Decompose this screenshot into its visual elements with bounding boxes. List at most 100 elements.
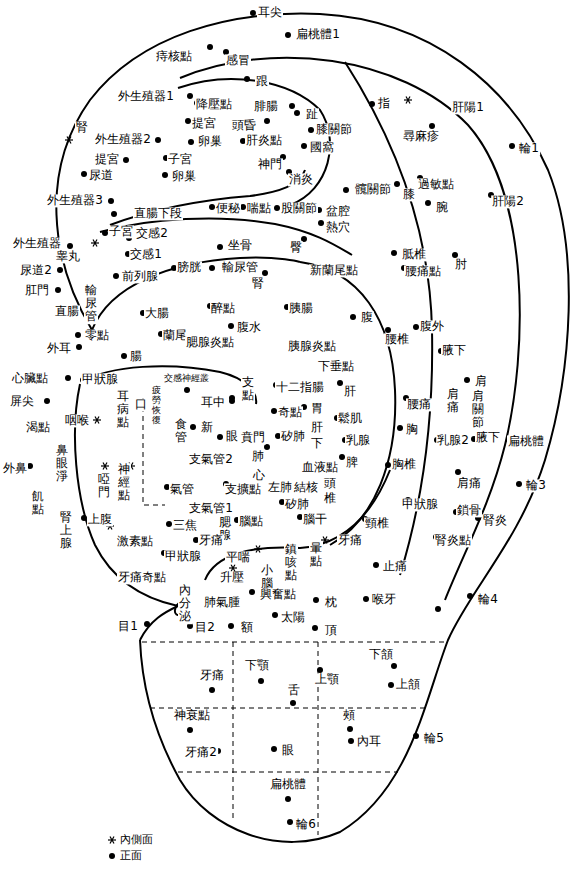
point-label: 啞門: [97, 473, 111, 499]
point-label: 外生殖器2: [94, 133, 152, 146]
point-label: 輪6: [295, 818, 317, 831]
point-label: 賁門: [240, 431, 266, 444]
point-label: 心: [252, 469, 266, 482]
point-dot: [113, 273, 119, 279]
point-label: 額: [240, 621, 254, 634]
point-dot: [317, 667, 323, 673]
inner-surface-marks: [65, 97, 412, 844]
point-label: 腹: [360, 311, 374, 324]
point-dot: [228, 623, 234, 629]
point-label: 膀胱: [176, 261, 202, 274]
point-label: 交感1: [129, 248, 163, 261]
point-label: 卵巢: [171, 170, 197, 183]
point-label: 頭: [323, 477, 337, 490]
point-dot: [289, 103, 295, 109]
point-label: 腎炎: [482, 514, 508, 527]
legend-text: 內側面: [120, 834, 153, 846]
point-dot: [516, 481, 522, 487]
point-dot: [464, 377, 470, 383]
point-label: 目2: [194, 621, 216, 634]
point-label: 肝陽2: [491, 195, 525, 208]
point-label: 上顎: [314, 673, 340, 686]
point-label: 尿道: [88, 169, 114, 182]
point-dot: [162, 172, 168, 178]
point-label: 下垂點: [317, 360, 355, 373]
point-dot: [67, 243, 73, 249]
point-dot: [217, 434, 223, 440]
point-label: 膝: [402, 188, 416, 201]
point-label: 腰痛點: [404, 265, 442, 278]
point-dot: [244, 76, 250, 82]
point-label: 腹外: [419, 320, 445, 333]
point-dot: [184, 387, 190, 393]
point-label: 髖關節: [354, 183, 392, 196]
point-dot: [391, 250, 397, 256]
point-dot: [250, 10, 256, 16]
point-label: 肝: [310, 421, 324, 434]
point-dot: [262, 270, 268, 276]
point-dot: [187, 93, 193, 99]
point-label: 外耳: [46, 342, 72, 355]
point-label: 脾: [345, 456, 359, 469]
point-label: 頸椎: [364, 517, 390, 530]
point-label: 醉點: [210, 302, 236, 315]
point-label: 跟: [255, 75, 269, 88]
point-label: 扁桃體: [269, 778, 307, 791]
point-label: 扁桃體: [507, 435, 545, 448]
point-dot: [308, 127, 314, 133]
point-label: 盆腔: [325, 205, 351, 218]
point-label: 過敏點: [417, 178, 455, 191]
point-label: 上頷: [395, 678, 421, 691]
point-label: 前列腺: [121, 270, 159, 283]
point-label: 新: [200, 421, 214, 434]
point-dot: [55, 287, 61, 293]
point-label: 提宮: [94, 153, 120, 166]
point-label: 降壓點: [195, 98, 233, 111]
legend-dot: [109, 853, 115, 859]
point-label: 耳中: [200, 396, 226, 409]
point-dot: [121, 353, 127, 359]
point-dot: [397, 425, 403, 431]
point-dot: [272, 612, 278, 618]
point-label: 輸尿管: [84, 284, 98, 324]
point-label: 肛門: [24, 284, 50, 297]
point-label: 尿道2: [19, 264, 53, 277]
point-dot: [413, 733, 419, 739]
point-label: 腎: [251, 277, 265, 290]
point-label: 腓腸: [253, 100, 279, 113]
point-label: 牙痛: [199, 669, 225, 682]
point-label: 腎炎點: [434, 534, 472, 547]
point-dot: [264, 444, 270, 450]
point-label: 渴點: [25, 421, 51, 434]
point-label: 外生殖器: [12, 237, 62, 250]
point-dots: [27, 10, 522, 825]
point-label: 耳尖: [257, 6, 283, 19]
point-dot: [44, 398, 50, 404]
point-label: 胸椎: [391, 458, 417, 471]
point-label: 腹水: [236, 321, 262, 334]
point-dot: [81, 171, 87, 177]
point-label: 激素點: [116, 535, 154, 548]
point-label: 熱穴: [325, 221, 351, 234]
point-label: 牙痛2: [184, 746, 218, 759]
point-dot: [258, 678, 264, 684]
point-dot: [75, 332, 81, 338]
point-dot: [394, 181, 400, 187]
point-dot: [350, 314, 356, 320]
point-dot: [391, 663, 397, 669]
point-label: 國窩: [309, 141, 335, 154]
point-label: 輪3: [525, 479, 547, 492]
point-label: 肝: [343, 385, 357, 398]
point-dot: [347, 726, 353, 732]
point-label: 牙痛奇點: [117, 571, 167, 584]
point-label: 支點: [241, 376, 255, 402]
point-dot: [425, 200, 431, 206]
point-label: 目1: [117, 620, 139, 633]
point-label: 暈點: [309, 542, 323, 568]
point-dot: [467, 593, 473, 599]
point-label: 胝椎: [401, 248, 427, 261]
point-label: 尋麻疹: [402, 130, 440, 143]
point-label: 平喘: [225, 551, 251, 564]
point-label: 輸尿管: [221, 261, 259, 274]
point-label: 胸: [405, 423, 419, 436]
